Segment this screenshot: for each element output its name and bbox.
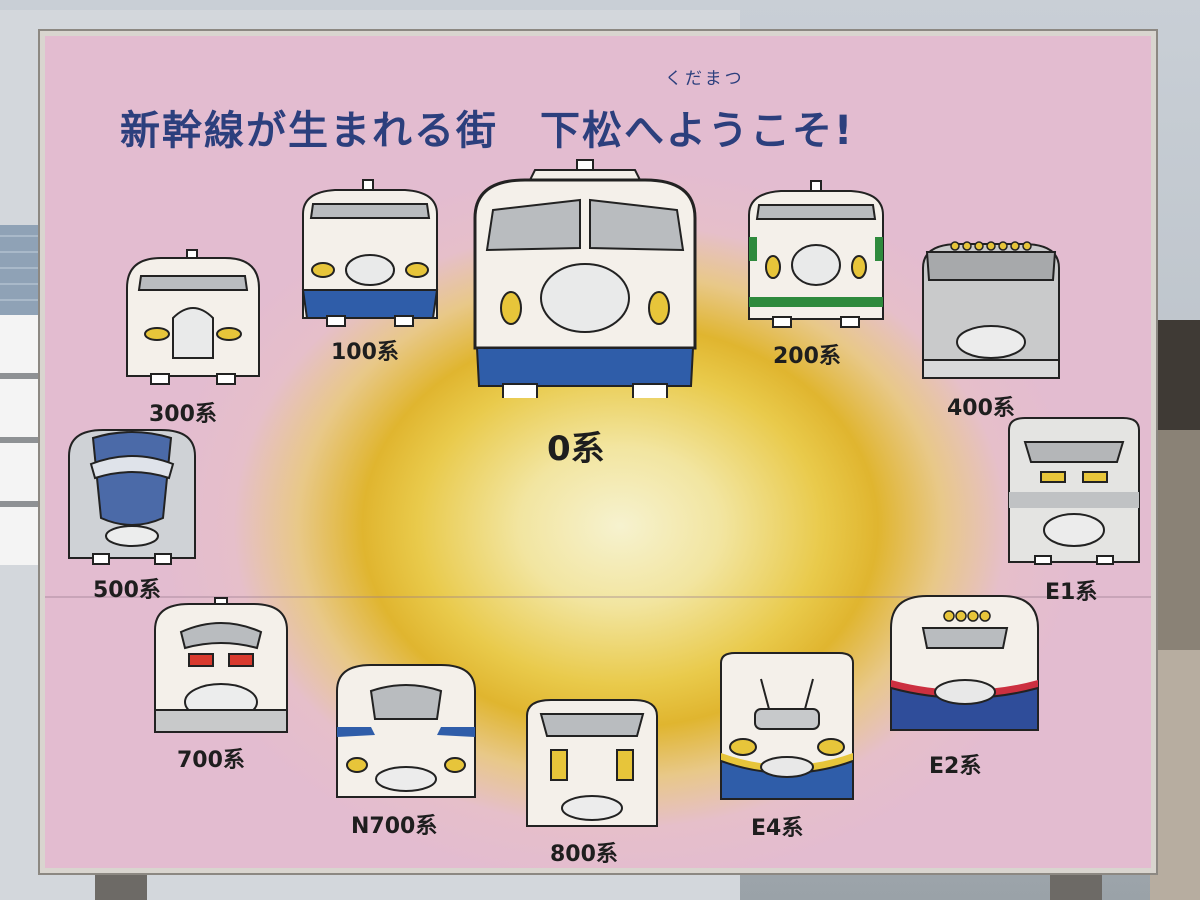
- train-e2-label: E2系: [929, 754, 982, 779]
- title-ruby: くだまつ: [665, 69, 745, 89]
- background-ground: [1150, 650, 1200, 900]
- train-700-label: 700系: [177, 748, 245, 773]
- train-n700-label: N700系: [351, 814, 438, 839]
- train-300-label: 300系: [149, 402, 217, 427]
- sign-title: 新幹線が生まれる街 下松へようこそ!: [120, 108, 855, 154]
- train-300-illustration: [121, 248, 266, 388]
- train-e4-label: E4系: [751, 816, 804, 841]
- train-200-illustration: [741, 179, 891, 329]
- train-400-illustration: [919, 238, 1064, 383]
- background-tiles: [0, 225, 45, 315]
- train-200-label: 200系: [773, 344, 841, 369]
- train-e1-illustration: [1005, 416, 1143, 566]
- train-800-label: 800系: [550, 842, 618, 867]
- train-0-illustration: [465, 158, 705, 398]
- train-500-illustration: [63, 426, 201, 566]
- train-100-illustration: [295, 178, 445, 328]
- train-0-label: 0系: [547, 429, 605, 469]
- train-e1-label: E1系: [1045, 580, 1098, 605]
- background-roof: [1150, 320, 1200, 430]
- board-seam: [45, 596, 1151, 598]
- train-e2-illustration: [887, 592, 1042, 737]
- train-800-illustration: [521, 696, 663, 831]
- background-station: [1150, 320, 1200, 900]
- train-n700-illustration: [331, 661, 481, 801]
- welcome-sign-board: くだまつ 新幹線が生まれる街 下松へようこそ! 0系: [40, 31, 1156, 873]
- train-e4-illustration: [715, 649, 860, 804]
- train-400-label: 400系: [947, 396, 1015, 421]
- background-window: [0, 315, 45, 565]
- train-700-illustration: [149, 596, 294, 736]
- train-100-label: 100系: [331, 340, 399, 365]
- train-500-label: 500系: [93, 578, 161, 603]
